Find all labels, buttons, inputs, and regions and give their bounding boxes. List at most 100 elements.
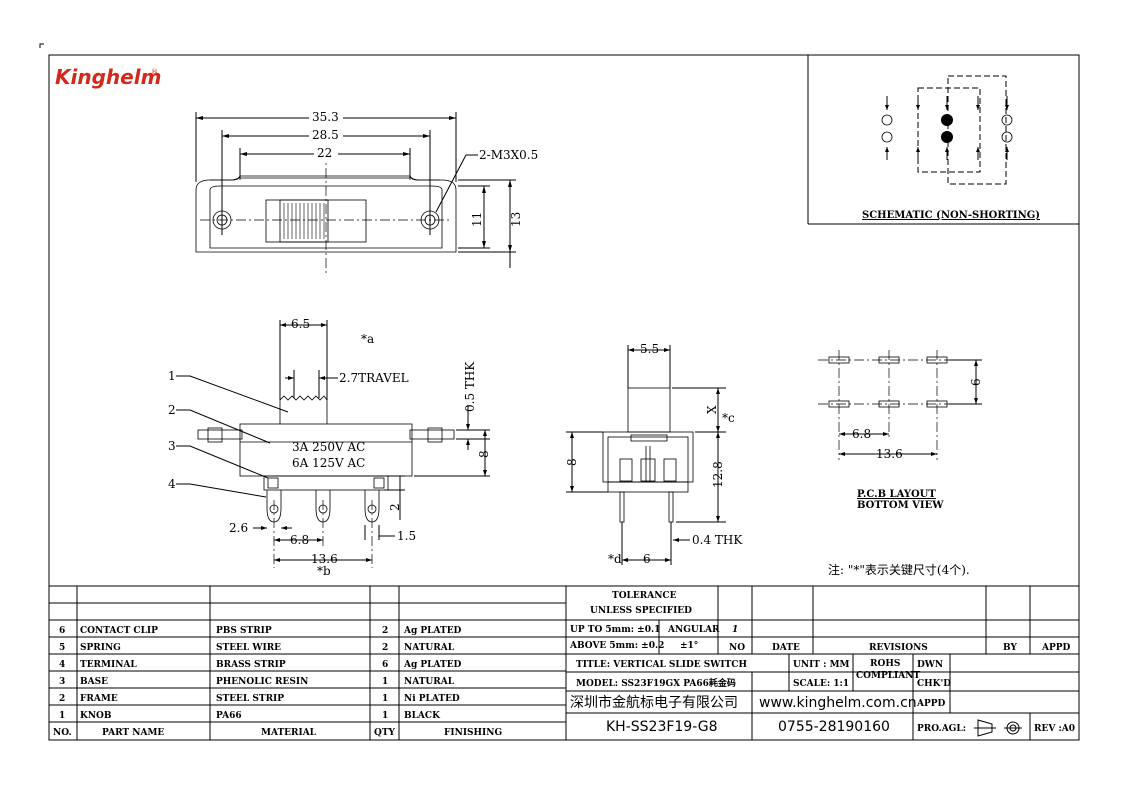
dim-x: X — [705, 405, 719, 414]
bom-header-qty: QTY — [374, 728, 396, 738]
rohs-label: ROHS — [870, 659, 900, 669]
top-view — [195, 110, 516, 275]
table-row: 4 TERMINAL BRASS STRIP 6 Ag PLATED — [59, 660, 462, 670]
bom-no: 2 — [59, 694, 65, 704]
bom-part: SPRING — [80, 643, 121, 653]
sheet-border — [48, 54, 1080, 741]
dim-13-6-side: 13.6 — [311, 552, 338, 566]
pcb-dim-13-6: 13.6 — [876, 447, 903, 461]
angular-value: ±1° — [680, 641, 698, 651]
dim-6-5: 6.5 — [291, 317, 310, 331]
bom-qty: 1 — [382, 677, 388, 687]
bom-finishing: NATURAL — [404, 677, 455, 687]
bom-part: KNOB — [80, 711, 112, 721]
tolerance-title: TOLERANCE — [612, 591, 677, 601]
bom-part: TERMINAL — [80, 660, 137, 670]
bom-header-finishing: FINISHING — [444, 728, 502, 738]
end-view — [566, 345, 726, 565]
schematic-label: SCHEMATIC (NON-SHORTING) — [862, 210, 1040, 221]
projection-label: PRO.AGL: — [917, 724, 966, 734]
table-row: 1 KNOB PA66 1 BLACK — [59, 711, 441, 721]
pcb-layout-drawing — [818, 350, 982, 460]
bom-part: FRAME — [80, 694, 118, 704]
chkd-label: CHK'D — [917, 679, 951, 689]
key-dim-d: *d — [608, 552, 622, 566]
dim-35-3: 35.3 — [312, 110, 339, 124]
rating-line-1: 3A 250V AC — [292, 440, 365, 454]
tolerance-row-1: UP TO 5mm: ±0.1 — [570, 625, 660, 635]
bom-finishing: Ni PLATED — [404, 694, 460, 704]
callout-2: 2 — [168, 403, 176, 417]
rev-header-no: NO — [729, 643, 745, 653]
bom-no: 5 — [59, 643, 65, 653]
bom-finishing: Ag PLATED — [403, 626, 462, 636]
dim-8-side: 8 — [477, 450, 491, 458]
bom-part: BASE — [80, 677, 108, 687]
bom-finishing: Ag PLATED — [403, 660, 462, 670]
table-grid — [49, 585, 1079, 740]
bom-qty: 1 — [382, 711, 388, 721]
callout-1: 1 — [168, 369, 176, 383]
kinghelm-logo: Kinghelm — [55, 65, 161, 89]
bom-finishing: BLACK — [404, 711, 441, 721]
scale-label: SCALE: 1:1 — [793, 679, 849, 689]
part-number: KH-SS23F19-G8 — [606, 719, 718, 735]
tolerance-subtitle: UNLESS SPECIFIED — [590, 606, 692, 616]
dim-0-5-thk: 0.5 THK — [463, 361, 477, 412]
dim-1-5: 1.5 — [397, 529, 416, 543]
company-name: 深圳市金航标电子有限公司 — [570, 694, 738, 711]
bom-part: CONTACT CLIP — [80, 626, 158, 636]
rev-header-date: DATE — [772, 643, 800, 653]
bom-header-part-name: PART NAME — [102, 728, 164, 738]
bom-material: PA66 — [216, 711, 242, 721]
model-label: MODEL: SS23F19GX PA66耗金码 — [576, 677, 736, 689]
dim-6-8-side: 6.8 — [290, 533, 309, 547]
bom-material: BRASS STRIP — [216, 660, 286, 670]
dim-5-5: 5.5 — [640, 342, 659, 356]
bom-finishing: NATURAL — [404, 643, 455, 653]
third-angle-projection-icon — [974, 719, 1022, 737]
table-row: 3 BASE PHENOLIC RESIN 1 NATURAL — [59, 677, 455, 687]
company-website: www.kinghelm.com.cn — [759, 695, 917, 711]
revision-label: REV :A0 — [1034, 724, 1075, 734]
dwn-label: DWN — [917, 660, 943, 670]
dim-12-8: 12.8 — [711, 461, 725, 488]
bom-header-no: NO. — [53, 728, 72, 738]
dim-0-4-thk: 0.4 THK — [692, 533, 743, 547]
bom-qty: 6 — [382, 660, 388, 670]
key-dimension-note: 注: "*"表示关键尺寸(4个). — [828, 562, 970, 577]
rev-header-by: BY — [1003, 643, 1017, 653]
pcb-dim-6: 6 — [969, 378, 983, 386]
callout-3: 3 — [168, 439, 176, 453]
pcb-dim-6-8: 6.8 — [852, 427, 871, 441]
revision-mark: 1 — [732, 625, 738, 635]
rev-header-revisions: REVISIONS — [869, 643, 928, 653]
bom-material: STEEL STRIP — [216, 694, 284, 704]
bom-qty: 2 — [382, 626, 388, 636]
bom-header-row: NO. PART NAME MATERIAL QTY FINISHING — [53, 728, 502, 738]
key-dim-a: *a — [361, 332, 374, 346]
appd-label: APPD — [916, 699, 946, 709]
side-view — [176, 320, 490, 568]
bom-material: PBS STRIP — [216, 626, 272, 636]
dim-2-m3x0-5: 2-M3X0.5 — [479, 148, 538, 162]
bottom-view-label: BOTTOM VIEW — [857, 500, 944, 511]
bom-no: 4 — [59, 660, 65, 670]
dim-6-end: 6 — [643, 552, 651, 566]
bom-no: 3 — [59, 677, 65, 687]
bom-qty: 2 — [382, 643, 388, 653]
callout-4: 4 — [168, 477, 176, 491]
drawing-title: TITLE: VERTICAL SLIDE SWITCH — [576, 660, 747, 670]
pcb-layout-label: P.C.B LAYOUT — [857, 489, 936, 500]
bom-header-material: MATERIAL — [261, 728, 317, 738]
key-dim-b: *b — [317, 564, 331, 578]
dim-2-side: 2 — [388, 503, 402, 511]
dim-13: 13 — [509, 212, 523, 227]
rev-header-appd: APPD — [1041, 643, 1071, 653]
table-row: 5 SPRING STEEL WIRE 2 NATURAL — [59, 643, 455, 653]
table-row: 2 FRAME STEEL STRIP 1 Ni PLATED — [59, 694, 460, 704]
bom-no: 1 — [59, 711, 65, 721]
dim-11: 11 — [470, 212, 484, 227]
tolerance-row-2: ABOVE 5mm: ±0.2 — [569, 641, 664, 651]
